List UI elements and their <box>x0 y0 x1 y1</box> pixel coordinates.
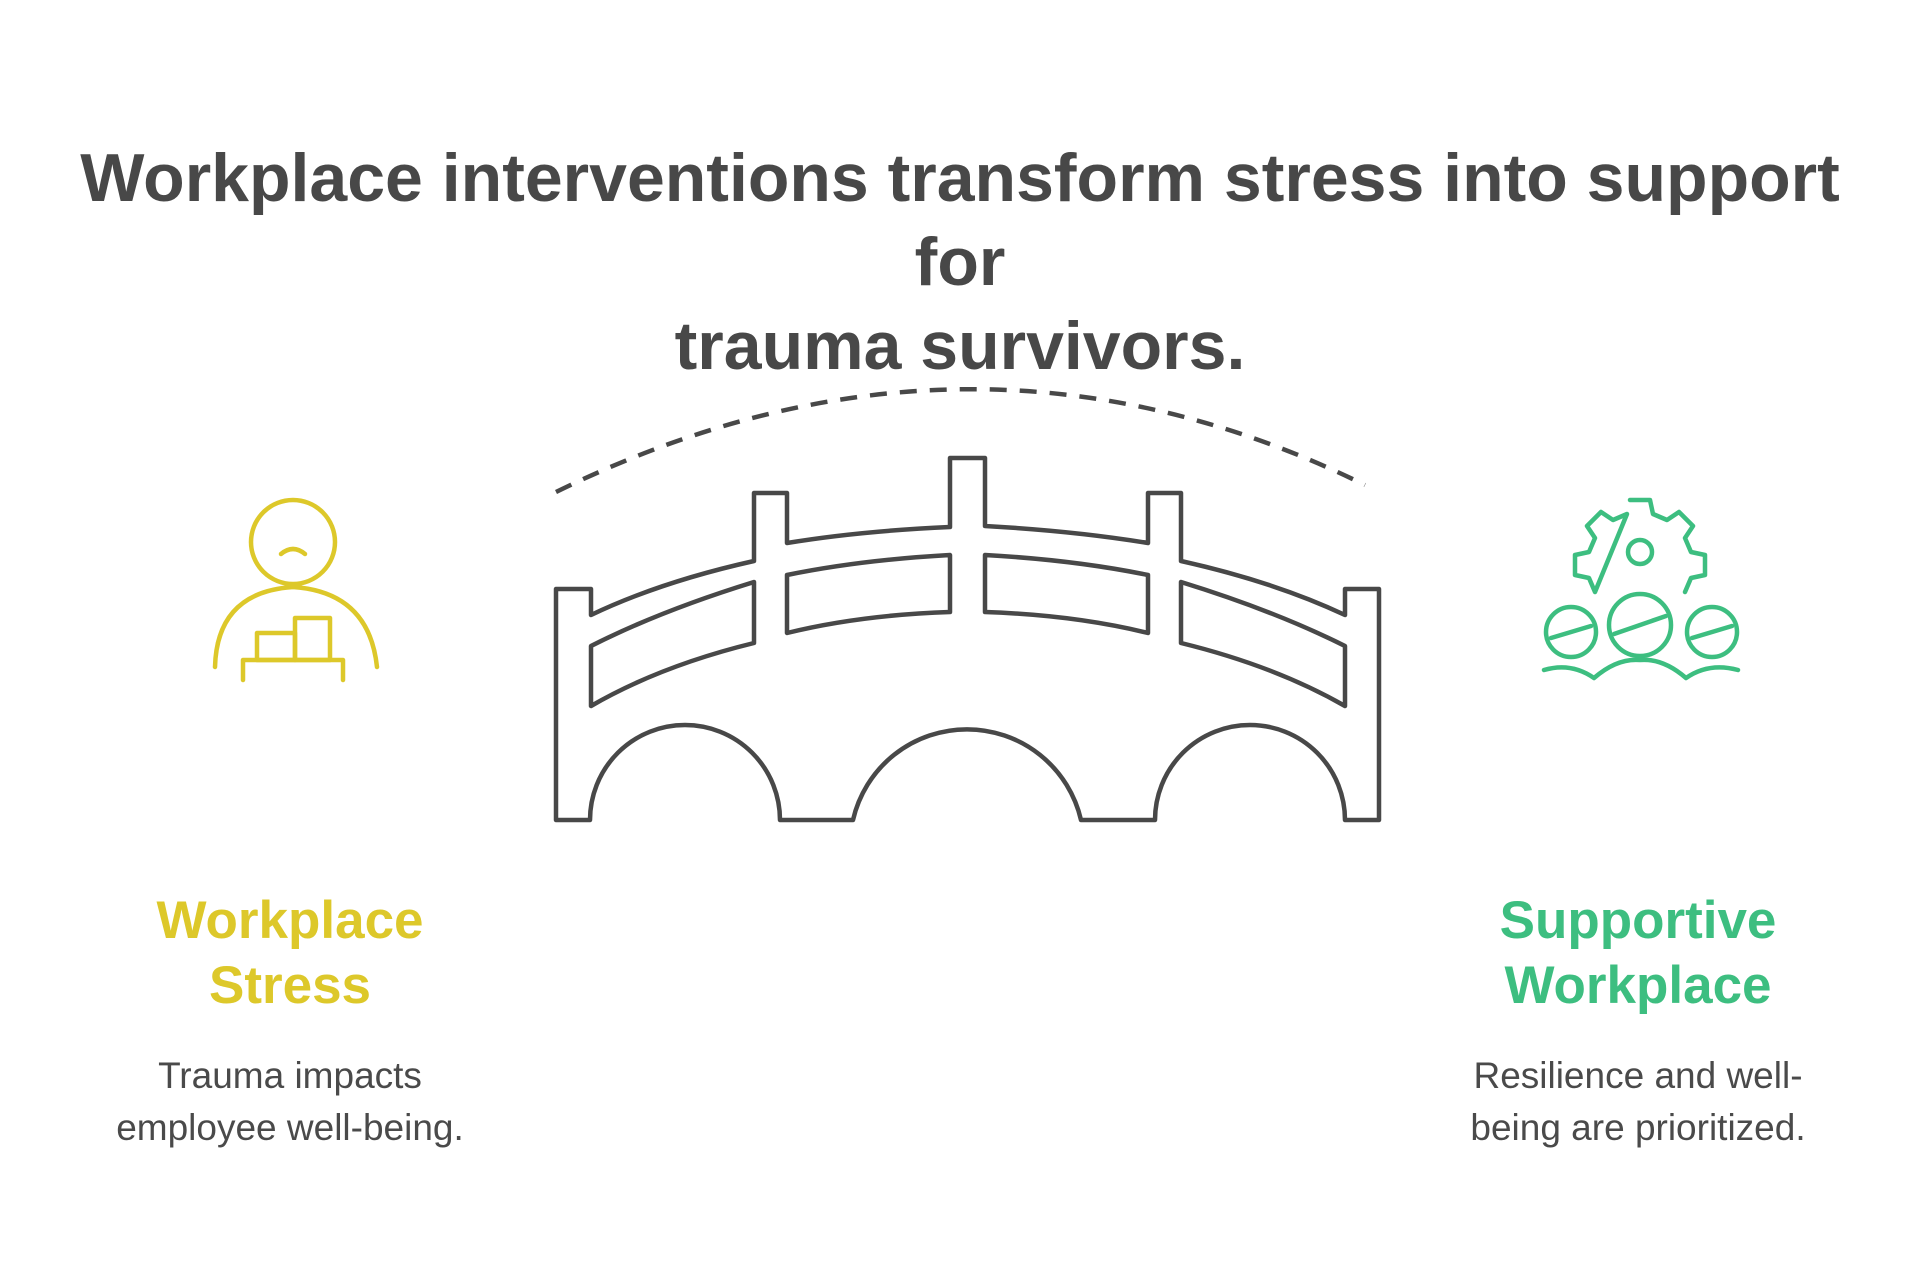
right-heading-line-2: Workplace <box>1504 956 1772 1015</box>
page-title: Workplace interventions transform stress… <box>60 136 1860 388</box>
right-desc-line-2: being are prioritized. <box>1470 1107 1806 1148</box>
title-line-2: trauma survivors. <box>674 308 1246 384</box>
team-support-icon <box>1541 497 1741 681</box>
left-desc-line-2: employee well-being. <box>116 1107 464 1148</box>
dashed-arc <box>555 387 1366 495</box>
right-desc-line-1: Resilience and well- <box>1473 1055 1803 1096</box>
workplace-stress-heading: Workplace Stress <box>90 888 490 1018</box>
supportive-workplace-description: Resilience and well- being are prioritiz… <box>1398 1050 1878 1154</box>
left-heading-line-1: Workplace <box>156 891 424 950</box>
left-desc-line-1: Trauma impacts <box>158 1055 422 1096</box>
title-line-1: Workplace interventions transform stress… <box>80 140 1840 300</box>
supportive-workplace-heading: Supportive Workplace <box>1428 888 1848 1018</box>
workplace-stress-description: Trauma impacts employee well-being. <box>60 1050 520 1154</box>
left-heading-line-2: Stress <box>208 956 372 1015</box>
bridge-icon <box>553 455 1382 823</box>
stressed-worker-icon <box>212 497 380 683</box>
right-heading-line-1: Supportive <box>1499 891 1777 950</box>
